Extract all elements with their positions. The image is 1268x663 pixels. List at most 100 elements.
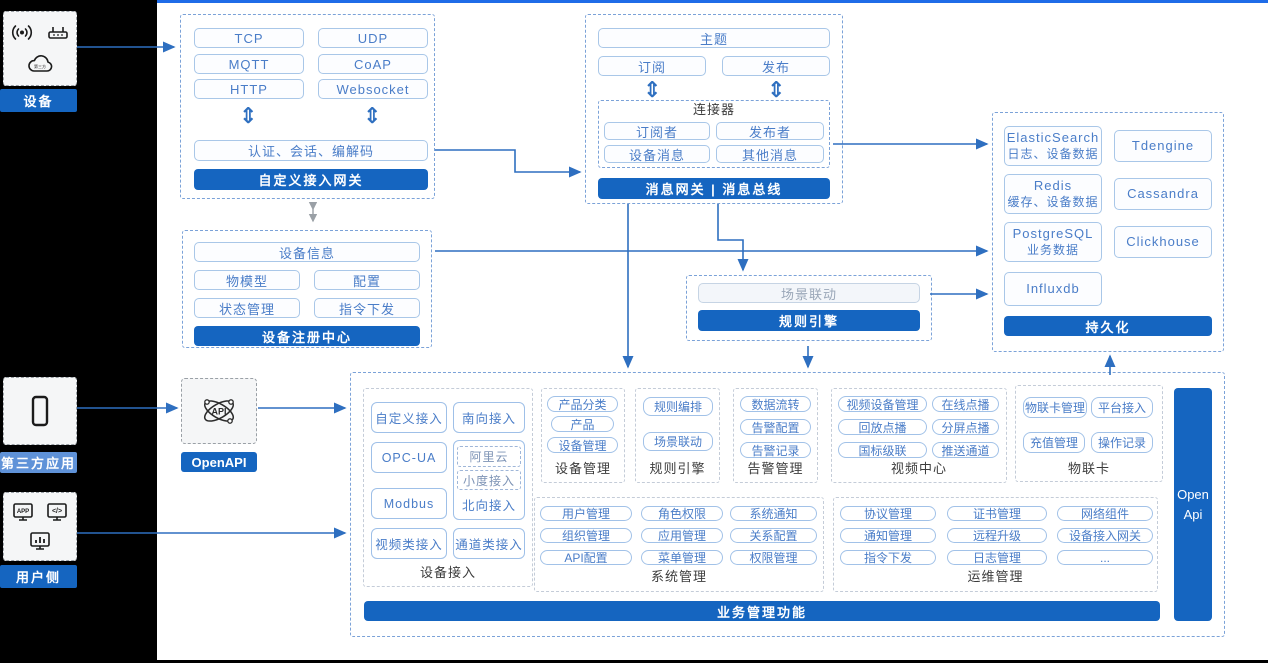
access-cell: 自定义接入 <box>371 402 447 433</box>
message-bus-title-bar: 消息网关 | 消息总线 <box>598 178 830 199</box>
persistence-title-bar: 持久化 <box>1004 316 1212 336</box>
video-pill: 分屏点播 <box>932 419 999 435</box>
custom-gateway-title-bar: 自定义接入网关 <box>194 169 428 190</box>
connector-pill: 设备消息 <box>604 145 710 163</box>
system-pill: 应用管理 <box>641 528 723 543</box>
user-side-rail-label: 用户侧 <box>0 565 77 588</box>
protocol-pill: Websocket <box>318 79 428 99</box>
section-device-mgmt-label: 设备管理 <box>554 461 611 476</box>
topic-pill: 主题 <box>598 28 830 48</box>
device-icon-box: 第三方 <box>3 11 77 86</box>
openapi-label: OpenAPI <box>181 452 257 472</box>
system-pill: 角色权限 <box>641 506 723 521</box>
mgmt-pill: 设备管理 <box>547 437 618 453</box>
mgmt-pill: 产品分类 <box>547 396 618 412</box>
registry-pill: 配置 <box>314 270 420 290</box>
double-arrow-icon: ⇕ <box>767 77 786 102</box>
video-pill: 视频设备管理 <box>838 396 927 412</box>
access-cell: 南向接入 <box>453 402 525 433</box>
session-pill: 认证、会话、编解码 <box>194 140 428 161</box>
system-pill: API配置 <box>540 550 632 565</box>
rule-pill: 场景联动 <box>643 432 713 451</box>
store-cassandra: Cassandra <box>1114 178 1212 210</box>
alarm-pill: 数据流转 <box>740 396 811 412</box>
iot-card-pill: 充值管理 <box>1023 432 1085 453</box>
section-video-label: 视频中心 <box>890 461 947 476</box>
connector-pill: 发布者 <box>716 122 824 140</box>
protocol-pill: UDP <box>318 28 428 48</box>
svg-text:</>: </> <box>52 508 62 515</box>
signal-icon <box>11 24 33 40</box>
protocol-pill: CoAP <box>318 54 428 74</box>
scene-linkage-pill: 场景联动 <box>698 283 920 303</box>
video-pill: 推送通道 <box>932 442 999 458</box>
iot-card-pill: 操作记录 <box>1091 432 1153 453</box>
section-system-label: 系统管理 <box>650 569 707 584</box>
ops-pill: 通知管理 <box>840 528 936 543</box>
connector-pill: 订阅者 <box>604 122 710 140</box>
access-cell: 视频类接入 <box>371 528 447 559</box>
system-pill: 权限管理 <box>730 550 817 565</box>
north-access-sub: 小度接入 <box>457 470 521 490</box>
section-device-access-label: 设备接入 <box>419 565 476 580</box>
subscribe-pill: 订阅 <box>598 56 706 76</box>
protocol-pill: MQTT <box>194 54 304 74</box>
router-icon <box>48 27 68 39</box>
system-pill: 关系配置 <box>730 528 817 543</box>
double-arrow-icon: ⇕ <box>643 77 662 102</box>
connector-title: 连接器 <box>692 102 735 117</box>
access-cell: 通道类接入 <box>453 528 525 559</box>
ops-pill: 证书管理 <box>947 506 1047 521</box>
alarm-pill: 告警记录 <box>740 442 811 458</box>
north-access-sub: 阿里云 <box>457 446 521 468</box>
section-iot-card-label: 物联卡 <box>1067 461 1110 476</box>
alarm-pill: 告警配置 <box>740 419 811 435</box>
iot-card-pill: 平台接入 <box>1091 397 1153 418</box>
video-pill: 回放点播 <box>838 419 927 435</box>
ops-pill: 网络组件 <box>1057 506 1153 521</box>
ops-pill: 协议管理 <box>840 506 936 521</box>
phone-icon <box>31 395 49 427</box>
ops-pill: 远程升级 <box>947 528 1047 543</box>
device-registry-title-bar: 设备注册中心 <box>194 326 420 346</box>
api-network-icon: API <box>203 399 235 424</box>
protocol-pill: HTTP <box>194 79 304 99</box>
cloud-icon: 第三方 <box>28 55 53 72</box>
video-pill: 在线点播 <box>932 396 999 412</box>
system-pill: 组织管理 <box>540 528 632 543</box>
video-pill: 国标级联 <box>838 442 927 458</box>
rule-pill: 规则编排 <box>643 397 713 416</box>
system-pill: 菜单管理 <box>641 550 723 565</box>
section-alarm-label: 告警管理 <box>747 461 804 476</box>
code-window-icon: </> <box>47 502 67 521</box>
third-party-icon-box <box>3 377 77 445</box>
section-rule-label: 规则引擎 <box>649 461 706 476</box>
double-arrow-icon: ⇕ <box>363 103 382 128</box>
ops-pill: 指令下发 <box>840 550 936 565</box>
registry-pill: 指令下发 <box>314 298 420 318</box>
access-cell: Modbus <box>371 488 447 519</box>
publish-pill: 发布 <box>722 56 830 76</box>
store-clickhouse: Clickhouse <box>1114 226 1212 258</box>
store-influxdb: Influxdb <box>1004 272 1102 306</box>
access-cell: OPC-UA <box>371 442 447 473</box>
svg-text:API: API <box>211 407 226 417</box>
ops-pill: 设备接入网关 <box>1057 528 1153 543</box>
ops-pill: ... <box>1057 550 1153 565</box>
connector-pill: 其他消息 <box>716 145 824 163</box>
ops-pill: 日志管理 <box>947 550 1047 565</box>
system-pill: 用户管理 <box>540 506 632 521</box>
mgmt-pill: 产品 <box>551 416 614 432</box>
double-arrow-icon: ⇕ <box>239 103 258 128</box>
app-window-icon: APP <box>13 502 33 521</box>
registry-pill: 状态管理 <box>194 298 300 318</box>
store-tdengine: Tdengine <box>1114 130 1212 162</box>
section-ops-label: 运维管理 <box>967 569 1024 584</box>
device-info-pill: 设备信息 <box>194 242 420 262</box>
user-side-icon-box: APP </> <box>3 492 77 561</box>
iot-card-pill: 物联卡管理 <box>1023 397 1087 418</box>
